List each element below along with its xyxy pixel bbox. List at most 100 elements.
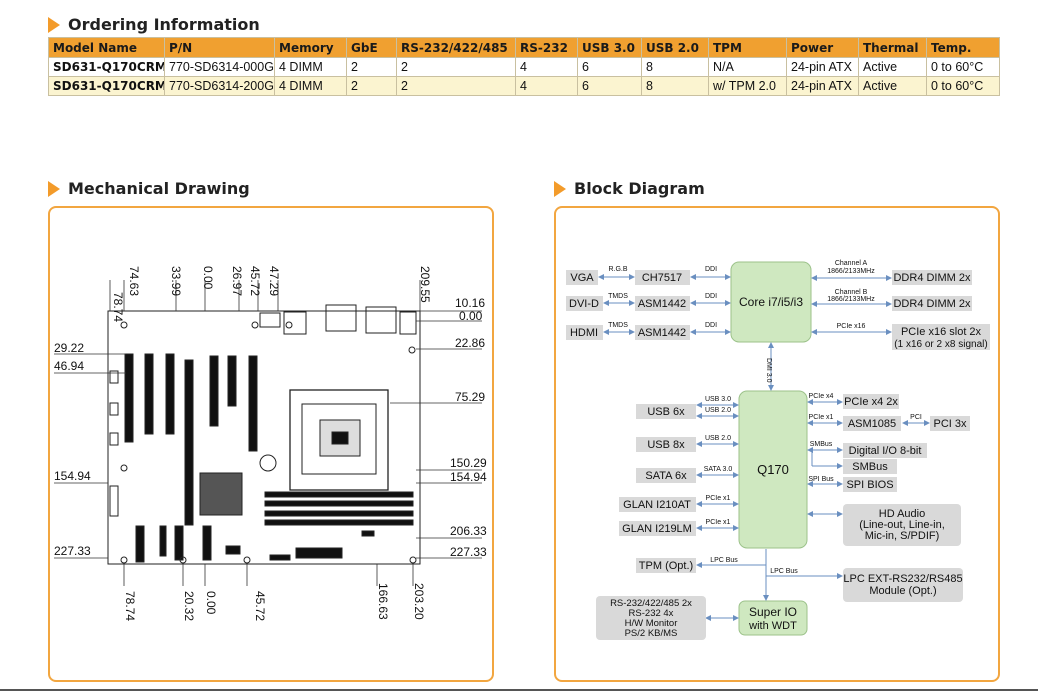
dim-right: 154.94 — [450, 470, 487, 484]
sio-item: PS/2 KB/MS — [625, 628, 678, 639]
col-header: Model Name — [48, 37, 165, 58]
link-label: TMDS — [608, 322, 628, 329]
dim-top: 0.00 — [201, 266, 215, 290]
hdmi-label: HDMI — [570, 327, 598, 339]
usb8-label: USB 8x — [647, 439, 685, 451]
table-cell: SD631-Q170CRM — [48, 57, 165, 77]
lpc-ext-sub: Module (Opt.) — [869, 585, 936, 597]
link-label: 1866/2133MHz — [827, 268, 875, 275]
usb6-label: USB 6x — [647, 406, 685, 418]
table-cell: 24-pin ATX — [786, 76, 859, 96]
link-label: DDI — [705, 266, 717, 273]
superio-sub: with WDT — [748, 620, 797, 632]
dim-right: 206.33 — [450, 524, 487, 538]
link-label: USB 2.0 — [705, 407, 731, 414]
section-arrow-icon — [554, 180, 566, 197]
table-cell: 8 — [641, 57, 709, 77]
pcie4-label: PCIe x4 2x — [844, 396, 898, 408]
board-outline — [107, 310, 421, 565]
dim-bottom: 0.00 — [204, 591, 218, 615]
dim-bottom: 166.63 — [376, 583, 390, 620]
ch7517-chip: CH7517 — [642, 272, 682, 284]
glan-i210-label: GLAN I210AT — [623, 499, 691, 511]
dim-left: 154.94 — [54, 469, 91, 483]
dim-top: 74.63 — [127, 266, 141, 296]
dim-left: 46.94 — [54, 359, 84, 373]
link-label: PCIe x1 — [809, 414, 834, 421]
col-header: USB 3.0 — [577, 37, 642, 58]
col-header: Power — [786, 37, 859, 58]
ddr4-label: DDR4 DIMM 2x — [893, 298, 971, 310]
table-cell: 4 — [515, 76, 578, 96]
table-row: SD631-Q170CRM 770-SD6314-200G 4 DIMM 2 2… — [48, 76, 1000, 96]
asm1085-chip: ASM1085 — [848, 418, 896, 430]
hd-audio-sub: Mic-in, S/PDIF) — [865, 530, 940, 542]
block-title: Block Diagram — [554, 179, 705, 198]
sio-item: RS-232/422/485 2x — [610, 598, 692, 609]
link-label: PCIe x1 — [706, 519, 731, 526]
link-label: Channel A — [835, 260, 868, 267]
table-cell: 8 — [641, 76, 709, 96]
table-cell: 2 — [396, 76, 516, 96]
dim-bottom: 78.74 — [123, 591, 137, 621]
table-cell: 2 — [396, 57, 516, 77]
link-label: R.G.B — [608, 266, 627, 273]
link-label: LPC Bus — [770, 568, 798, 575]
mechanical-title: Mechanical Drawing — [48, 179, 250, 198]
table-cell: 4 DIMM — [274, 57, 347, 77]
table-cell: 4 — [515, 57, 578, 77]
table-cell: 6 — [577, 76, 642, 96]
sata-label: SATA 6x — [645, 470, 687, 482]
table-cell: 0 to 60°C — [926, 57, 1000, 77]
section-arrow-icon — [48, 180, 60, 197]
pcie16-label: PCIe x16 slot 2x — [901, 326, 982, 338]
section-arrow-icon — [48, 16, 60, 33]
table-cell: Active — [858, 76, 927, 96]
page-divider — [0, 689, 1038, 691]
hd-audio-label: HD Audio — [879, 508, 925, 520]
asm1442-chip: ASM1442 — [638, 327, 686, 339]
link-label: PCIe x1 — [706, 495, 731, 502]
link-label: SPI Bus — [808, 476, 834, 483]
spi-bios-label: SPI BIOS — [846, 479, 893, 491]
link-label: PCIe x16 — [837, 323, 866, 330]
col-header: Thermal — [858, 37, 927, 58]
dim-right: 10.16 — [455, 296, 485, 310]
dim-right: 75.29 — [455, 390, 485, 404]
dim-top: 78.74 — [111, 292, 125, 322]
col-header: GbE — [346, 37, 397, 58]
smbus-label: SMBus — [852, 461, 888, 473]
dim-bottom: 45.72 — [253, 591, 267, 621]
table-row: SD631-Q170CRM 770-SD6314-000G 4 DIMM 2 2… — [48, 57, 1000, 77]
table-cell: w/ TPM 2.0 — [708, 76, 787, 96]
dvid-label: DVI-D — [569, 298, 599, 310]
glan-i219-label: GLAN I219LM — [622, 523, 692, 535]
link-label: TMDS — [608, 293, 628, 300]
link-label: SATA 3.0 — [704, 466, 733, 473]
link-label: USB 2.0 — [705, 435, 731, 442]
dim-top: 47.29 — [267, 266, 281, 296]
sio-item: RS-232 4x — [629, 608, 674, 619]
dim-top: 45.72 — [248, 266, 262, 296]
table-cell: N/A — [708, 57, 787, 77]
pch-block — [738, 390, 808, 549]
dim-left: 29.22 — [54, 341, 84, 355]
col-header: TPM — [708, 37, 787, 58]
tpm-label: TPM (Opt.) — [639, 560, 693, 572]
mechanical-drawing: 78.74 74.63 33.99 0.00 26.97 45.72 47.29… — [54, 266, 487, 621]
dim-right: 150.29 — [450, 456, 487, 470]
col-header: P/N — [164, 37, 275, 58]
table-cell: 4 DIMM — [274, 76, 347, 96]
block-diagram: Core i7/i5/i3 Q170 Super IO with WDT VGA… — [566, 260, 990, 640]
table-header-row: Model Name P/N Memory GbE RS-232/422/485… — [48, 37, 1000, 58]
dim-right: 0.00 — [459, 309, 483, 323]
hd-audio-sub: (Line-out, Line-in, — [859, 519, 945, 531]
lpc-ext-label: LPC EXT-RS232/RS485 — [843, 573, 962, 585]
ordering-title-text: Ordering Information — [68, 15, 260, 34]
col-header: RS-232 — [515, 37, 578, 58]
sio-item: H/W Monitor — [625, 618, 678, 629]
table-cell: SD631-Q170CRM — [48, 76, 165, 96]
block-title-text: Block Diagram — [574, 179, 705, 198]
ordering-table: Model Name P/N Memory GbE RS-232/422/485… — [48, 37, 1000, 96]
block-panel: Core i7/i5/i3 Q170 Super IO with WDT VGA… — [554, 206, 1000, 682]
